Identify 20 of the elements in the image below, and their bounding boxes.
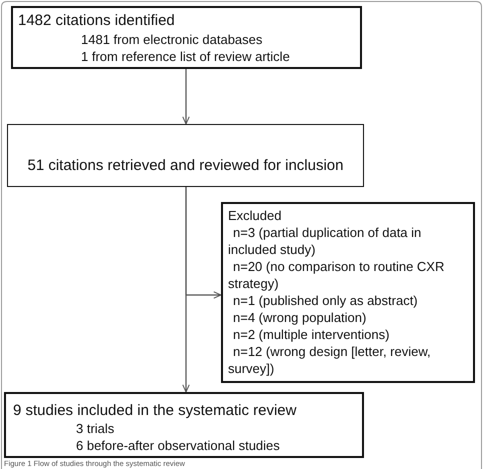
body-text: 3 trials <box>76 421 116 438</box>
process-box <box>7 124 364 187</box>
body-text: 6 before-after observational studies <box>76 438 281 454</box>
process-box <box>11 6 362 69</box>
body-text: 1481 from electronic databases <box>81 31 264 48</box>
arrow <box>182 187 190 392</box>
heading-text: 9 studies included in the systematic review <box>13 401 298 421</box>
process-box <box>4 392 364 458</box>
process-box <box>221 202 475 383</box>
body-text: n=3 (partial duplication of data in included study) <box>228 224 422 258</box>
heading-text: 1482 citations identified <box>18 11 176 31</box>
body-text: n=4 (wrong population) <box>232 309 368 326</box>
heading-text: 51 citations retrieved and reviewed for inclusion <box>26 156 344 176</box>
body-text: n=1 (published only as abstract) <box>232 292 419 309</box>
body-text: n=20 (no comparison to routine CXR strategy) <box>228 258 446 292</box>
body-text: 1 from reference list of review article <box>81 48 291 65</box>
body-text: n=2 (multiple interventions) <box>232 326 390 343</box>
body-text: n=12 (wrong design [letter, review, survey]) <box>228 343 432 377</box>
heading-text: Excluded <box>228 207 282 224</box>
arrow <box>182 69 190 124</box>
